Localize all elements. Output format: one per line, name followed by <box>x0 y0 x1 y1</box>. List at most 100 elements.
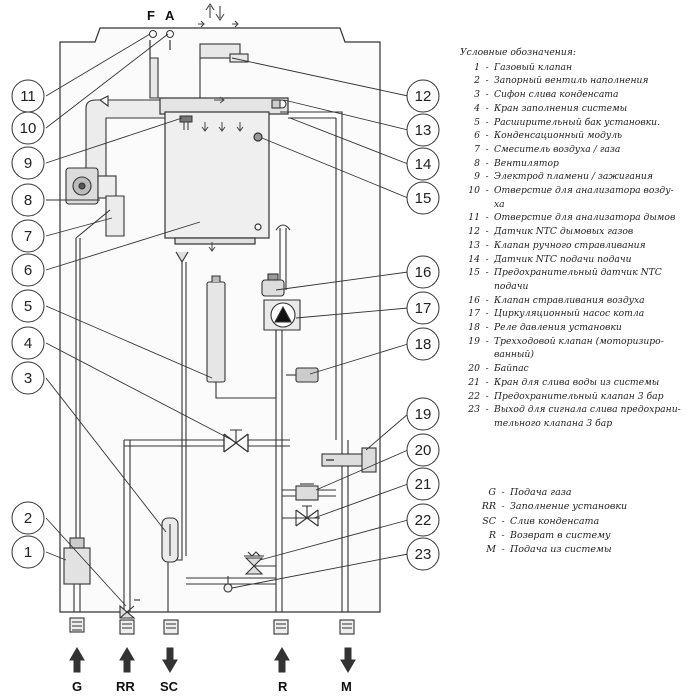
legend-dash: - <box>501 515 505 527</box>
legend-item: 16-Клапан стравливания воздуха <box>460 294 685 308</box>
callout-13: 13 <box>415 122 432 139</box>
legend-item-text: Выход для сигнала слива предохрани- <box>494 404 681 416</box>
legend-item-number: 21 <box>468 376 480 388</box>
legend-item: 2-Запорный вентиль наполнения <box>460 74 685 88</box>
legend-dash: - <box>485 267 489 279</box>
callout-4: 4 <box>24 335 32 352</box>
condensate-siphon <box>161 517 179 563</box>
legend-dash: - <box>485 308 489 320</box>
legend-item-text: Конденсационный модуль <box>494 130 623 142</box>
legend-item: 11-Отверстие для анализатора дымов <box>460 211 685 225</box>
connection-text: Возврат в систему <box>510 529 611 541</box>
legend-item-number: 3 <box>474 89 480 101</box>
connection-code: G <box>488 487 496 498</box>
circulation-pump <box>263 299 301 331</box>
legend-item-text-cont: ванный) <box>494 349 534 361</box>
legend-dash: - <box>501 544 505 556</box>
legend-item-number: 19 <box>468 335 480 347</box>
callouts-right <box>406 79 440 571</box>
label-f: F <box>147 8 155 23</box>
legend-dash: - <box>485 363 489 375</box>
connection-code: M <box>486 544 496 556</box>
legend-dash: - <box>501 487 505 498</box>
label-rr: RR <box>116 679 135 694</box>
legend-dash: - <box>485 185 489 197</box>
drain-tap <box>295 505 319 527</box>
legend-dash: - <box>485 212 489 224</box>
bypass-valve <box>295 483 319 501</box>
legend-item-number: 17 <box>468 308 480 320</box>
legend-item-number: 9 <box>474 171 480 183</box>
legend-item: 7-Смеситель воздуха / газа <box>460 143 685 157</box>
callout-3: 3 <box>24 370 32 387</box>
connection-item: SC-Слив конденсата <box>470 515 680 529</box>
legend-item-number: 16 <box>468 294 480 306</box>
legend-item-continuation: ванный) <box>460 348 685 362</box>
legend-item: 18-Реле давления установки <box>460 321 685 335</box>
legend-item-number: 7 <box>474 143 480 155</box>
legend-item-continuation: подачи <box>460 280 685 294</box>
legend-item-text: Кран заполнения системы <box>494 102 628 114</box>
legend-item-text: Трехходовой клапан (моторизиро- <box>494 335 664 347</box>
label-m: M <box>341 679 352 694</box>
callout-10: 10 <box>20 120 37 137</box>
callout-numbers-right: 12 13 14 15 16 17 18 19 20 21 22 23 <box>415 88 432 563</box>
label-a: A <box>165 8 175 23</box>
legend-item-text: Датчик NTC дымовых газов <box>494 226 634 238</box>
legend-item: 23-Выход для сигнала слива предохрани- <box>460 403 685 417</box>
connection-code: RR <box>481 501 496 513</box>
air-vent-valve <box>261 273 285 297</box>
condensing-module <box>159 97 289 245</box>
pressure-switch <box>286 367 319 383</box>
legend-item: 20-Байпас <box>460 362 685 376</box>
label-sc: SC <box>160 679 179 694</box>
legend-item: 21-Кран для слива воды из системы <box>460 376 685 390</box>
legend-item-text-cont: ха <box>494 198 505 210</box>
legend-item-number: 8 <box>474 157 480 169</box>
connection-code: R <box>488 529 496 541</box>
legend-item: 5-Расширительный бак установки. <box>460 116 685 130</box>
legend-dash: - <box>485 130 489 142</box>
legend-dash: - <box>485 294 489 306</box>
legend-item-number: 1 <box>474 61 480 73</box>
flue-arrows <box>198 3 239 28</box>
callout-2: 2 <box>24 510 32 527</box>
legend-item-text: Отверстие для анализатора возду- <box>494 185 674 197</box>
filling-tap <box>123 429 290 612</box>
legend-dash: - <box>501 501 505 513</box>
legend-dash: - <box>485 157 489 169</box>
callout-20: 20 <box>415 442 432 459</box>
connection-text: Заполнение установки <box>510 501 628 513</box>
legend-item-text: Реле давления установки <box>494 322 622 334</box>
flow-pipe <box>271 99 343 440</box>
legend-item-number: 5 <box>474 116 480 128</box>
safety-valve-outlet <box>223 576 233 593</box>
legend-item: 9-Электрод пламени / зажигания <box>460 170 685 184</box>
callout-15: 15 <box>415 190 432 207</box>
legend-item-text: Датчик NTC подачи подачи <box>494 253 632 265</box>
callout-17: 17 <box>415 300 432 317</box>
callout-6: 6 <box>24 262 32 279</box>
legend-item: 14-Датчик NTC подачи подачи <box>460 253 685 267</box>
legend-dash: - <box>485 376 489 388</box>
legend-item-number: 13 <box>468 239 480 251</box>
legend-dash: - <box>485 61 489 73</box>
legend-item-number: 6 <box>474 130 480 142</box>
callout-12: 12 <box>415 88 432 105</box>
legend-dash: - <box>485 226 489 238</box>
legend-item: 6-Конденсационный модуль <box>460 129 685 143</box>
three-way-valve <box>321 447 377 473</box>
legend-item: 1-Газовый клапан <box>460 61 685 75</box>
label-r: R <box>278 679 288 694</box>
legend-item-text: Клапан стравливания воздуха <box>494 294 645 306</box>
legend-dash: - <box>485 404 489 416</box>
legend-dash: - <box>485 239 489 251</box>
callout-21: 21 <box>415 476 432 493</box>
legend-title: Условные обозначения: <box>460 47 576 58</box>
legend-dash: - <box>485 171 489 183</box>
legend-item-number: 11 <box>468 212 480 224</box>
connection-item: M-Подача из системы <box>470 543 680 557</box>
callout-18: 18 <box>415 336 432 353</box>
